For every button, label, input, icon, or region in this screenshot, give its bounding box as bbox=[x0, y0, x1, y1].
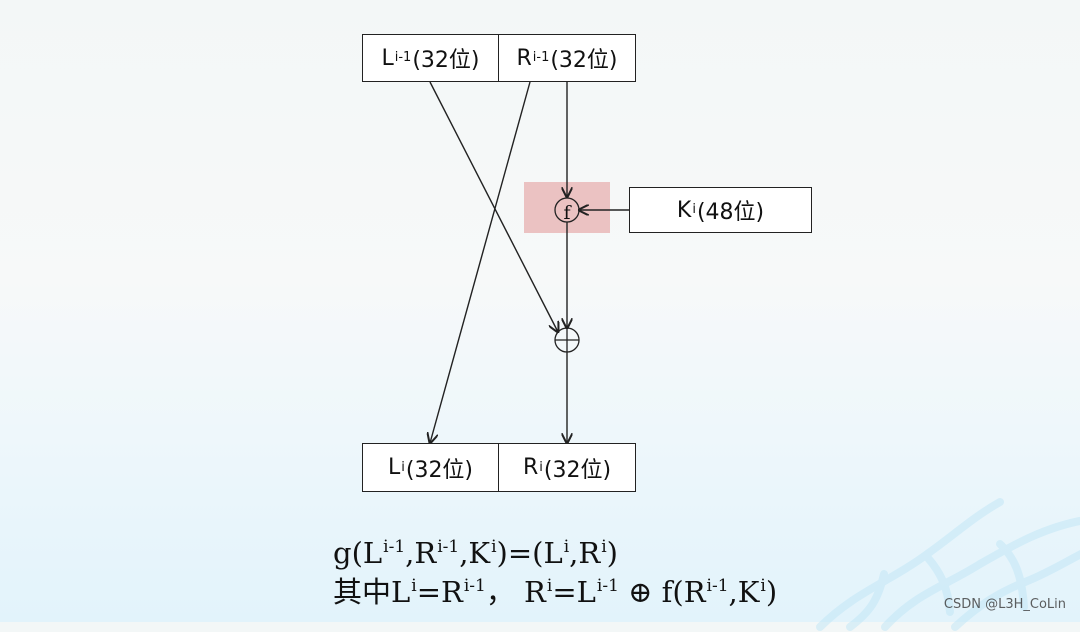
formula-line2-part1: 其中L bbox=[333, 575, 411, 609]
f-function-label: f bbox=[563, 202, 572, 224]
left-output-size: (32位) bbox=[405, 457, 474, 483]
l-prev-to-xor-arrow bbox=[429, 81, 558, 332]
formula-line2-sup2: i-1 bbox=[463, 576, 486, 597]
left-output-base: L bbox=[387, 455, 401, 480]
r-prev-to-l-new-arrow bbox=[430, 81, 531, 443]
formula-line1-part2: ,R bbox=[405, 536, 437, 570]
right-input-base: R bbox=[516, 45, 532, 71]
formula-line2-part3: ， R bbox=[485, 575, 546, 609]
formula-line2-part2: =R bbox=[416, 575, 463, 609]
formula-line2-sup5: i-1 bbox=[706, 576, 729, 597]
frost-decoration bbox=[816, 498, 1080, 631]
formula-line2-sup3: i bbox=[546, 576, 553, 597]
formula-line1-sup5: i bbox=[601, 537, 607, 558]
formula-line2-part5: ⊕ f(R bbox=[618, 575, 706, 609]
round-key-size: (48位) bbox=[696, 200, 765, 225]
formula-line2-sup1: i bbox=[411, 576, 417, 597]
f-function-circle bbox=[554, 197, 580, 223]
watermark: CSDN @L3H_CoLin bbox=[943, 597, 1066, 612]
formula-line2-part6: ,K bbox=[728, 575, 760, 609]
formula-line1-part4: )=(L bbox=[496, 536, 563, 570]
left-input-base: L bbox=[381, 45, 394, 71]
right-input-size: (32位) bbox=[550, 48, 618, 73]
round-function-formula: g(Li-1,Ri-1,Ki)=(Li,Ri) bbox=[333, 539, 618, 568]
formula-line2-part7: ) bbox=[765, 575, 778, 609]
formula-line1-part1: g(L bbox=[333, 536, 383, 570]
formula-line1-part5: ,R bbox=[569, 536, 601, 570]
formula-line1-part6: ) bbox=[606, 536, 618, 570]
formula-line2-sup4: i-1 bbox=[596, 576, 619, 597]
formula-line1-part3: ,K bbox=[459, 536, 491, 570]
formula-line2-part4: =L bbox=[552, 575, 596, 609]
right-output-size: (32位) bbox=[543, 457, 612, 483]
formula-line1-sup2: i-1 bbox=[437, 537, 460, 558]
round-key-base: K bbox=[676, 197, 692, 223]
formula-line1-sup4: i bbox=[563, 537, 570, 558]
round-equation-formula: 其中Li=Ri-1， Ri=Li-1 ⊕ f(Ri-1,Ki) bbox=[333, 578, 777, 607]
formula-line1-sup3: i bbox=[491, 537, 497, 558]
formula-line2-sup6: i bbox=[760, 576, 766, 597]
right-output-base: R bbox=[522, 455, 539, 480]
left-input-size: (32位) bbox=[412, 48, 480, 73]
formula-line1-sup1: i-1 bbox=[383, 537, 406, 558]
